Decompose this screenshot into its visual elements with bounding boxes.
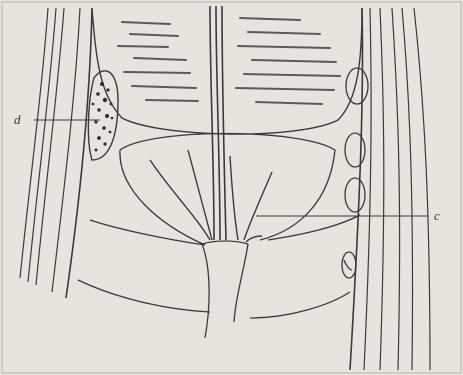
label-d: d: [14, 112, 21, 127]
label-c: c: [434, 208, 440, 223]
